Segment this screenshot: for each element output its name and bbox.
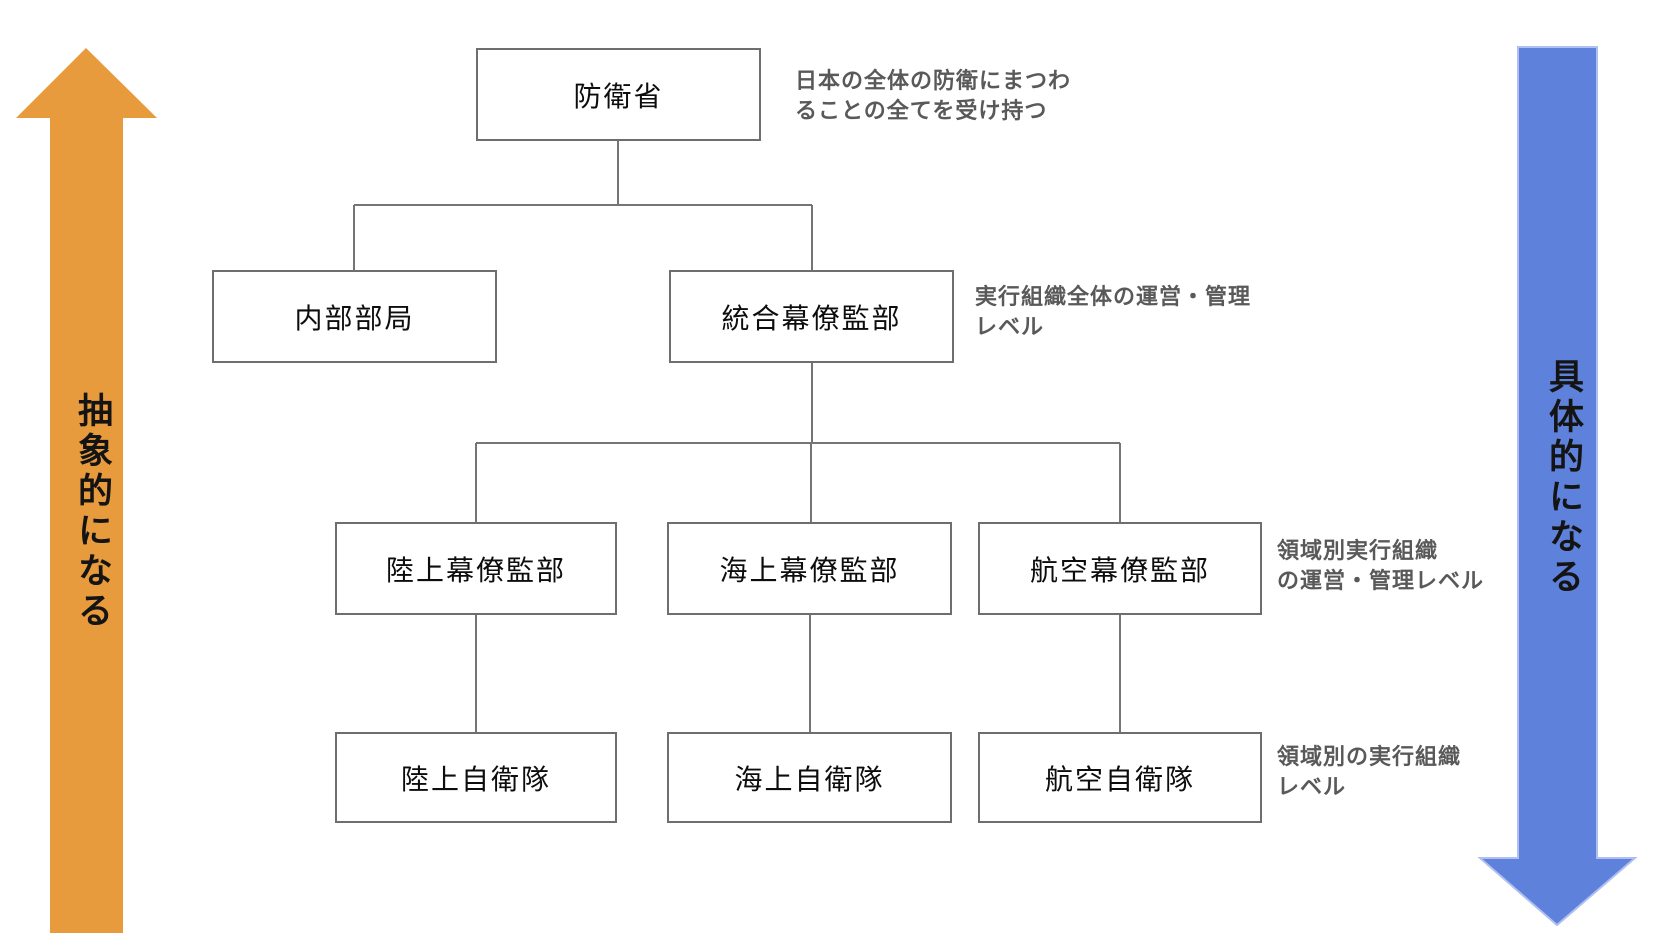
- node-joint-staff-office: 統合幕僚監部: [669, 270, 954, 363]
- note-ministry: 日本の全体の防衛にまつわ ることの全てを受け持つ: [795, 68, 1072, 123]
- node-air-self-defense-force: 航空自衛隊: [978, 732, 1262, 823]
- note-domain-staff: 領域別実行組織 の運営・管理レベル: [1277, 538, 1485, 593]
- up-arrow-shape: [16, 48, 157, 933]
- node-ministry-of-defense: 防衛省: [476, 48, 761, 141]
- node-maritime-staff-office: 海上幕僚監部: [667, 522, 952, 615]
- connector-lines: [353, 141, 1121, 732]
- node-internal-bureau: 内部部局: [212, 270, 497, 363]
- node-ground-staff-office: 陸上幕僚監部: [335, 522, 617, 615]
- down-arrow-shape: [1477, 46, 1638, 927]
- node-maritime-self-defense-force: 海上自衛隊: [667, 732, 952, 823]
- note-joint-staff: 実行組織全体の運営・管理 レベル: [975, 284, 1252, 339]
- right-arrow-label: 具体的になる: [1544, 358, 1583, 598]
- left-arrow-label: 抽象的になる: [73, 392, 112, 632]
- note-domain-sdf: 領域別の実行組織 レベル: [1277, 744, 1462, 799]
- node-air-staff-office: 航空幕僚監部: [978, 522, 1262, 615]
- node-ground-self-defense-force: 陸上自衛隊: [335, 732, 617, 823]
